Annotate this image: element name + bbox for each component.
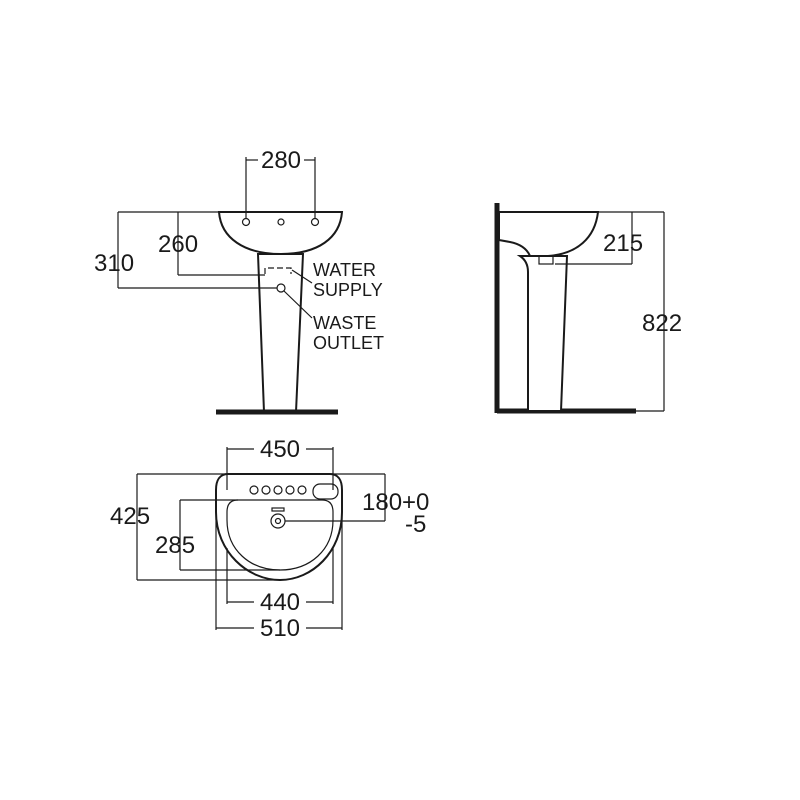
- water-supply-leader: [291, 269, 313, 284]
- dim-440-text: 440: [260, 589, 300, 616]
- plan-tap-hole-1: [249, 485, 259, 495]
- plan-tap-hole-4: [285, 485, 295, 495]
- plan-overflow: [271, 507, 285, 512]
- side-basin-profile: [498, 211, 600, 257]
- dim-180-tolerance-text: -5: [405, 511, 426, 538]
- dim-285-text: 285: [155, 532, 195, 559]
- front-tap-hole-left: [241, 217, 251, 227]
- water-supply-label-1: WATER: [313, 260, 376, 280]
- front-view: 280 310 260 WATER SUPPLY WASTE OUTLET: [94, 147, 384, 415]
- dim-280-text: 280: [261, 147, 301, 174]
- dim-260-text: 260: [158, 231, 198, 258]
- waste-outlet-leader: [283, 290, 313, 319]
- plan-view: 450 425 285 180+0 -5 440 510: [110, 436, 429, 642]
- dim-180-text: 180+0: [362, 489, 429, 516]
- dim-425-text: 425: [110, 503, 150, 530]
- dim-215-text: 215: [603, 230, 643, 257]
- dim-822-text: 822: [642, 310, 682, 337]
- side-pedestal: [516, 255, 569, 412]
- waste-outlet-label-2: OUTLET: [313, 333, 384, 353]
- front-water-supply-marker: [264, 267, 292, 274]
- water-supply-label-2: SUPPLY: [313, 280, 383, 300]
- waste-outlet-label-1: WASTE: [313, 313, 376, 333]
- dim-450-text: 450: [260, 436, 300, 463]
- front-basin-bowl: [217, 211, 344, 256]
- plan-inner-bowl: [226, 499, 334, 571]
- front-tap-hole-right: [310, 217, 320, 227]
- front-tap-hole-center: [277, 218, 285, 226]
- dim-510-text: 510: [260, 615, 300, 642]
- plan-drain-inner: [274, 517, 282, 525]
- side-bracket: [538, 255, 554, 265]
- plan-soap-recess: [312, 483, 339, 500]
- front-pedestal: [256, 253, 305, 413]
- plan-tap-hole-2: [261, 485, 271, 495]
- plan-tap-hole-3: [273, 485, 283, 495]
- plan-outer-rim: [215, 473, 343, 582]
- side-view: 215 822: [494, 203, 682, 414]
- dim-310-text: 310: [94, 250, 134, 277]
- plan-tap-hole-5: [297, 485, 307, 495]
